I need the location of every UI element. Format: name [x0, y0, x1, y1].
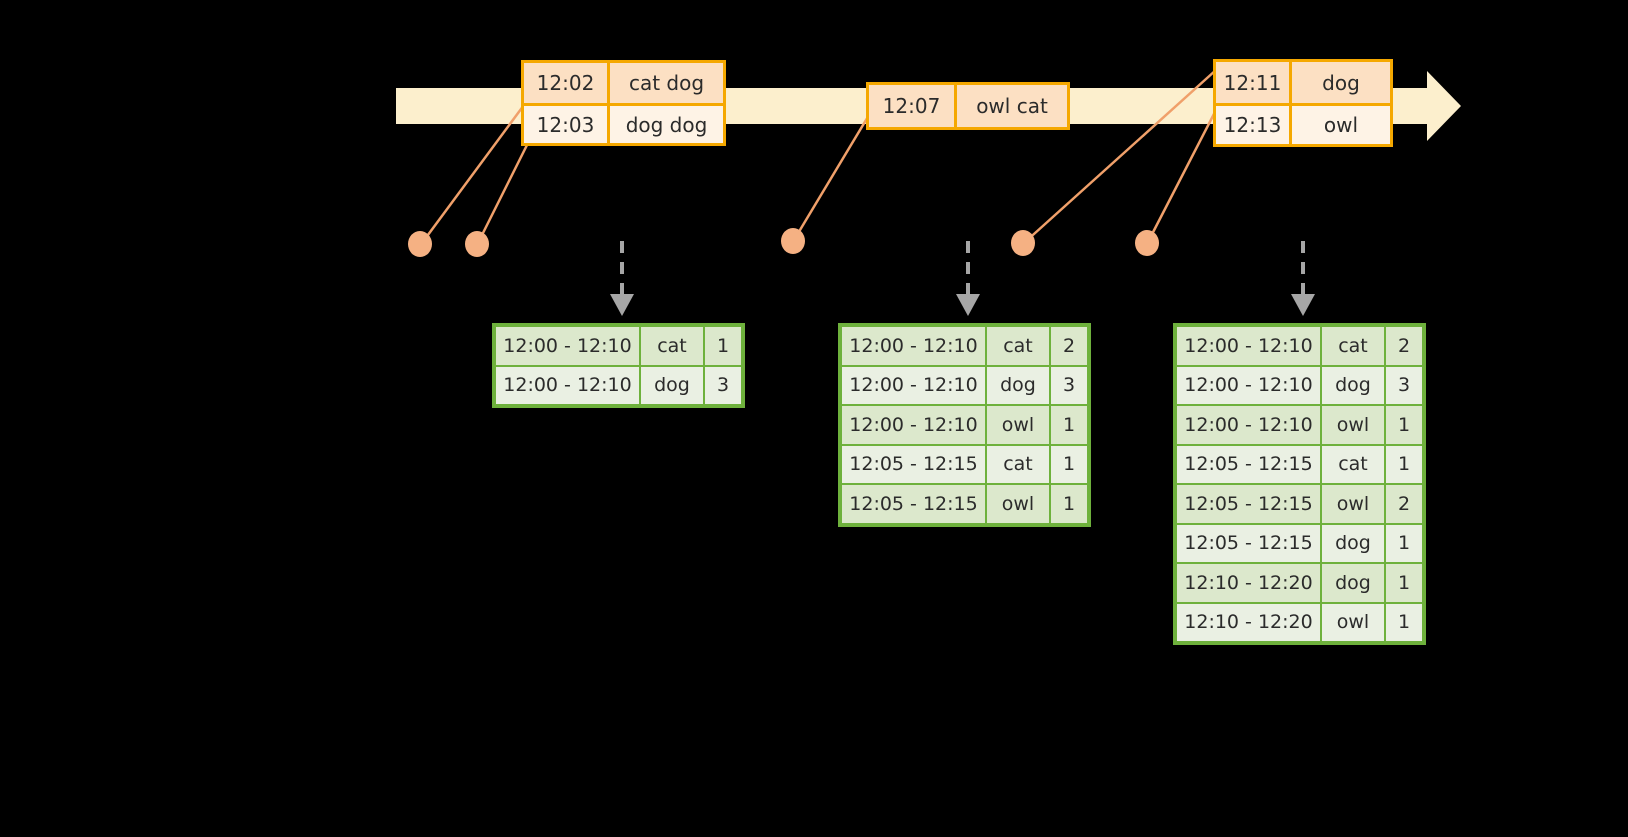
- count-cell: 1: [1051, 485, 1087, 523]
- key-cell: dog: [1322, 366, 1384, 404]
- window-cell: 12:00 - 12:10: [1177, 406, 1320, 444]
- event-row: 12:13 owl: [1216, 103, 1390, 144]
- key-cell: owl: [987, 485, 1049, 523]
- window-cell: 12:00 - 12:10: [842, 406, 985, 444]
- table-row: 12:05 - 12:15 owl 2: [1177, 485, 1422, 523]
- table-row: 12:10 - 12:20 owl 1: [1177, 603, 1422, 641]
- key-cell: cat: [987, 327, 1049, 365]
- window-cell: 12:00 - 12:10: [496, 366, 639, 404]
- key-cell: dog: [1322, 524, 1384, 562]
- table-row: 12:00 - 12:10 dog 3: [496, 366, 741, 404]
- count-cell: 2: [1386, 327, 1422, 365]
- table-row: 12:05 - 12:15 owl 1: [842, 485, 1087, 523]
- count-cell: 1: [1386, 406, 1422, 444]
- window-cell: 12:05 - 12:15: [842, 445, 985, 483]
- count-cell: 2: [1386, 485, 1422, 523]
- timeline-dot-4: [1011, 230, 1035, 256]
- key-cell: dog: [987, 366, 1049, 404]
- window-cell: 12:05 - 12:15: [1177, 445, 1320, 483]
- count-cell: 1: [1386, 445, 1422, 483]
- window-cell: 12:05 - 12:15: [1177, 524, 1320, 562]
- connector-line-2: [476, 144, 529, 244]
- key-cell: cat: [1322, 327, 1384, 365]
- event-payload: dog: [1322, 70, 1360, 95]
- aggregate-table-1: 12:00 - 12:10 cat 1 12:00 - 12:10 dog 3: [492, 323, 745, 408]
- table-row: 12:00 - 12:10 cat 2: [1177, 327, 1422, 365]
- table-row: 12:00 - 12:10 cat 1: [496, 327, 741, 365]
- key-cell: dog: [1322, 564, 1384, 602]
- count-cell: 3: [705, 366, 741, 404]
- aggregate-table-2: 12:00 - 12:10 cat 2 12:00 - 12:10 dog 3 …: [838, 323, 1091, 527]
- window-cell: 12:00 - 12:10: [842, 366, 985, 404]
- timeline-arrowhead: [1427, 71, 1461, 141]
- event-payload: dog dog: [625, 112, 708, 137]
- table-row: 12:05 - 12:15 dog 1: [1177, 524, 1422, 562]
- event-time: 12:13: [1216, 106, 1292, 144]
- event-row: 12:02 cat dog: [524, 63, 723, 103]
- connector-line-3: [792, 109, 874, 241]
- connector-line-1: [420, 104, 526, 244]
- down-arrow-head-3: [1291, 294, 1315, 316]
- window-cell: 12:10 - 12:20: [1177, 603, 1320, 641]
- window-cell: 12:00 - 12:10: [496, 327, 639, 365]
- timeline-dot-1: [408, 231, 432, 257]
- event-time: 12:11: [1216, 62, 1292, 103]
- table-row: 12:00 - 12:10 owl 1: [842, 406, 1087, 444]
- connector-line-5: [1146, 109, 1218, 243]
- event-row: 12:07 owl cat: [869, 85, 1067, 127]
- event-group-1: 12:02 cat dog 12:03 dog dog: [521, 60, 726, 146]
- table-row: 12:00 - 12:10 dog 3: [1177, 366, 1422, 404]
- table-row: 12:00 - 12:10 owl 1: [1177, 406, 1422, 444]
- count-cell: 1: [1386, 524, 1422, 562]
- key-cell: owl: [1322, 603, 1384, 641]
- key-cell: dog: [641, 366, 703, 404]
- timeline-dot-5: [1135, 230, 1159, 256]
- event-payload: owl: [1323, 113, 1359, 137]
- down-arrow-head-2: [956, 294, 980, 316]
- event-time: 12:02: [524, 63, 610, 103]
- event-payload: owl cat: [976, 94, 1048, 118]
- timeline-dot-2: [465, 231, 489, 257]
- event-time: 12:07: [869, 85, 957, 127]
- window-cell: 12:05 - 12:15: [842, 485, 985, 523]
- count-cell: 1: [705, 327, 741, 365]
- table-row: 12:10 - 12:20 dog 1: [1177, 564, 1422, 602]
- event-row: 12:11 dog: [1216, 62, 1390, 103]
- key-cell: owl: [1322, 406, 1384, 444]
- window-cell: 12:00 - 12:10: [1177, 327, 1320, 365]
- aggregate-table-3: 12:00 - 12:10 cat 2 12:00 - 12:10 dog 3 …: [1173, 323, 1426, 645]
- key-cell: owl: [1322, 485, 1384, 523]
- event-group-2: 12:07 owl cat: [866, 82, 1070, 130]
- count-cell: 3: [1386, 366, 1422, 404]
- count-cell: 3: [1051, 366, 1087, 404]
- count-cell: 1: [1051, 406, 1087, 444]
- timeline-dot-3: [781, 228, 805, 254]
- event-row: 12:03 dog dog: [524, 103, 723, 143]
- table-row: 12:05 - 12:15 cat 1: [842, 445, 1087, 483]
- window-cell: 12:05 - 12:15: [1177, 485, 1320, 523]
- count-cell: 1: [1386, 603, 1422, 641]
- key-cell: cat: [1322, 445, 1384, 483]
- count-cell: 1: [1386, 564, 1422, 602]
- window-cell: 12:10 - 12:20: [1177, 564, 1320, 602]
- event-group-3: 12:11 dog 12:13 owl: [1213, 59, 1393, 147]
- window-cell: 12:00 - 12:10: [1177, 366, 1320, 404]
- down-arrow-head-1: [610, 294, 634, 316]
- table-row: 12:00 - 12:10 cat 2: [842, 327, 1087, 365]
- event-time: 12:03: [524, 106, 610, 143]
- count-cell: 2: [1051, 327, 1087, 365]
- table-row: 12:00 - 12:10 dog 3: [842, 366, 1087, 404]
- event-payload: cat dog: [628, 71, 705, 95]
- count-cell: 1: [1051, 445, 1087, 483]
- window-cell: 12:00 - 12:10: [842, 327, 985, 365]
- table-row: 12:05 - 12:15 cat 1: [1177, 445, 1422, 483]
- key-cell: owl: [987, 406, 1049, 444]
- key-cell: cat: [987, 445, 1049, 483]
- key-cell: cat: [641, 327, 703, 365]
